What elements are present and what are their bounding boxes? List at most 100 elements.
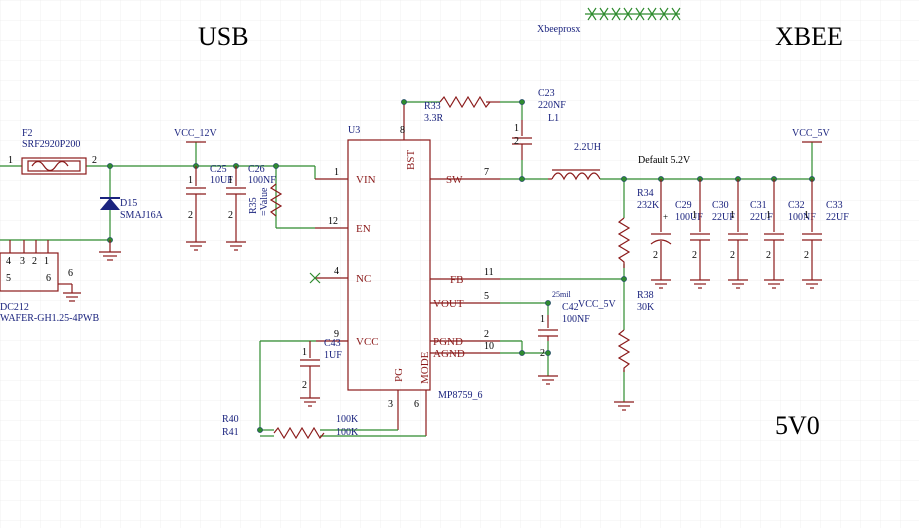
junction <box>273 163 279 169</box>
d15-value: SMAJ16A <box>120 210 164 221</box>
dc212-ref: DC212 <box>0 302 29 313</box>
c43-value: 1UF <box>324 350 342 361</box>
c42-pin2: 2 <box>540 348 545 359</box>
resistor-r34[interactable]: R34 232K <box>617 188 660 268</box>
r38-value: 30K <box>637 302 655 313</box>
dc212-pin-label: 2 <box>32 256 37 267</box>
c43-pin2: 2 <box>302 380 307 391</box>
u3-pin-vout: VOUT <box>433 298 464 310</box>
u3-pin-fb-num: 11 <box>484 267 494 278</box>
dc212-pin-label: 3 <box>20 256 25 267</box>
c26-value: 100NF <box>248 175 276 186</box>
dc212-pin-label: 1 <box>44 256 49 267</box>
resistor-r38[interactable]: R38 30K <box>617 290 655 372</box>
capacitor-c31[interactable]: 1 2 C31 22UF <box>728 179 773 289</box>
f2-value: SRF2920P200 <box>22 139 80 150</box>
resistor-r35[interactable]: R35 =Value <box>248 183 283 217</box>
u3-pin-nc: NC <box>356 273 371 285</box>
c42-pin1: 1 <box>540 314 545 325</box>
c43-pin1: 1 <box>302 347 307 358</box>
r33-ref: R33 <box>424 101 441 112</box>
junction <box>621 276 627 282</box>
capacitor-c42[interactable]: 1 2 C42 100NF <box>538 302 590 359</box>
default-voltage-label: Default 5.2V <box>638 155 691 166</box>
u3-pin-pgnd: PGND <box>433 336 463 348</box>
net-vcc5-mid: VCC_5V 25mil <box>552 290 617 310</box>
junction <box>519 176 525 182</box>
r35-ref: R35 <box>248 197 259 214</box>
c26-pin2: 2 <box>228 210 233 221</box>
f2-pin1: 1 <box>8 155 13 166</box>
c23-pin2: 2 <box>514 136 519 147</box>
u3-pin-pg: PG <box>393 368 405 382</box>
section-title-5v0: 5V0 <box>775 411 820 440</box>
l1-value: 2.2UH <box>574 142 601 153</box>
junction <box>257 427 263 433</box>
junction <box>401 99 407 105</box>
dc212-part: WAFER-GH1.25-4PWB <box>0 313 99 324</box>
capacitor-c29[interactable]: + 2 C29 100UF <box>650 179 703 289</box>
junction <box>519 99 525 105</box>
inductor-l1[interactable]: L1 2.2UH <box>548 113 601 181</box>
dc212-pin-label: 4 <box>6 256 11 267</box>
resistor-r33[interactable]: R33 3.3R <box>424 95 500 124</box>
r35-value: =Value <box>259 187 270 216</box>
c43-ref: C43 <box>324 338 341 349</box>
ground-symbol <box>614 401 634 411</box>
c33-ref: C33 <box>826 200 843 211</box>
connector-dc212[interactable]: 4 3 2 1 5 6 6 DC212 WAFER-GH1.25-4PWB <box>0 240 99 324</box>
capacitor-c25[interactable]: 1 2 C25 10UF <box>186 164 233 251</box>
f2-pin2: 2 <box>92 155 97 166</box>
capacitor-c30[interactable]: 1 2 C30 22UF <box>690 179 735 289</box>
capacitor-c26[interactable]: 1 2 C26 100NF <box>226 164 276 251</box>
ic-u3[interactable]: U3 MP8759_6 VIN 1 EN 12 NC 4 VCC 9 BST 8… <box>309 102 500 436</box>
c25-pin2: 2 <box>188 210 193 221</box>
vcc5-top-label: VCC_5V <box>792 128 831 139</box>
u3-pin-pg-num: 3 <box>388 399 393 410</box>
c23-ref: C23 <box>538 88 555 99</box>
c31-value: 22UF <box>750 212 773 223</box>
r38-ref: R38 <box>637 290 654 301</box>
c32-value: 100NF <box>788 212 816 223</box>
ground-symbol <box>538 375 558 385</box>
c31-pin1: 1 <box>730 210 735 221</box>
resistor-r40-r41[interactable]: R40 R41 100K 100K <box>222 414 359 440</box>
diode-d15[interactable]: D15 SMAJ16A <box>100 197 164 221</box>
u3-pin-sw-num: 7 <box>484 167 489 178</box>
capacitor-c32[interactable]: 1 2 C32 100NF <box>764 179 816 289</box>
capacitor-c43[interactable]: 1 2 C43 1UF <box>300 338 342 407</box>
c26-ref: C26 <box>248 164 265 175</box>
net-vcc12: VCC_12V <box>174 128 218 143</box>
u3-pin-vcc: VCC <box>356 336 379 348</box>
r33-value: 3.3R <box>424 113 444 124</box>
vcc12-label: VCC_12V <box>174 128 218 139</box>
capacitor-c33[interactable]: 1 2 C33 22UF <box>802 179 849 289</box>
c31-pin2: 2 <box>730 250 735 261</box>
u3-pin-mode: MODE <box>419 351 431 384</box>
fuse-f2[interactable]: F2 SRF2920P200 1 2 <box>8 128 97 175</box>
section-title-usb: USB <box>198 22 249 51</box>
r34-value: 232K <box>637 200 660 211</box>
u3-pin-en-num: 12 <box>328 216 338 227</box>
u3-pin-mode-num: 6 <box>414 399 419 410</box>
c33-value: 22UF <box>826 212 849 223</box>
capacitor-c23[interactable]: 1 2 C23 220NF <box>512 88 566 160</box>
c31-ref: C31 <box>750 200 767 211</box>
c23-value: 220NF <box>538 100 566 111</box>
c25-pin1: 1 <box>188 175 193 186</box>
c30-pin2: 2 <box>692 250 697 261</box>
xbee-net-fragment: Xbeeprosx <box>537 7 681 35</box>
vcc-wires <box>259 340 426 437</box>
u3-pin-vcc-num: 9 <box>334 329 339 340</box>
dc212-pin-label: 6 <box>68 268 73 279</box>
u3-pin-vout-num: 5 <box>484 291 489 302</box>
u3-pin-en: EN <box>356 223 371 235</box>
junction <box>621 176 627 182</box>
u3-pin-sw: SW <box>446 174 463 186</box>
ground-symbol <box>99 240 121 261</box>
c29-pin2: 2 <box>653 250 658 261</box>
c33-pin2: 2 <box>804 250 809 261</box>
